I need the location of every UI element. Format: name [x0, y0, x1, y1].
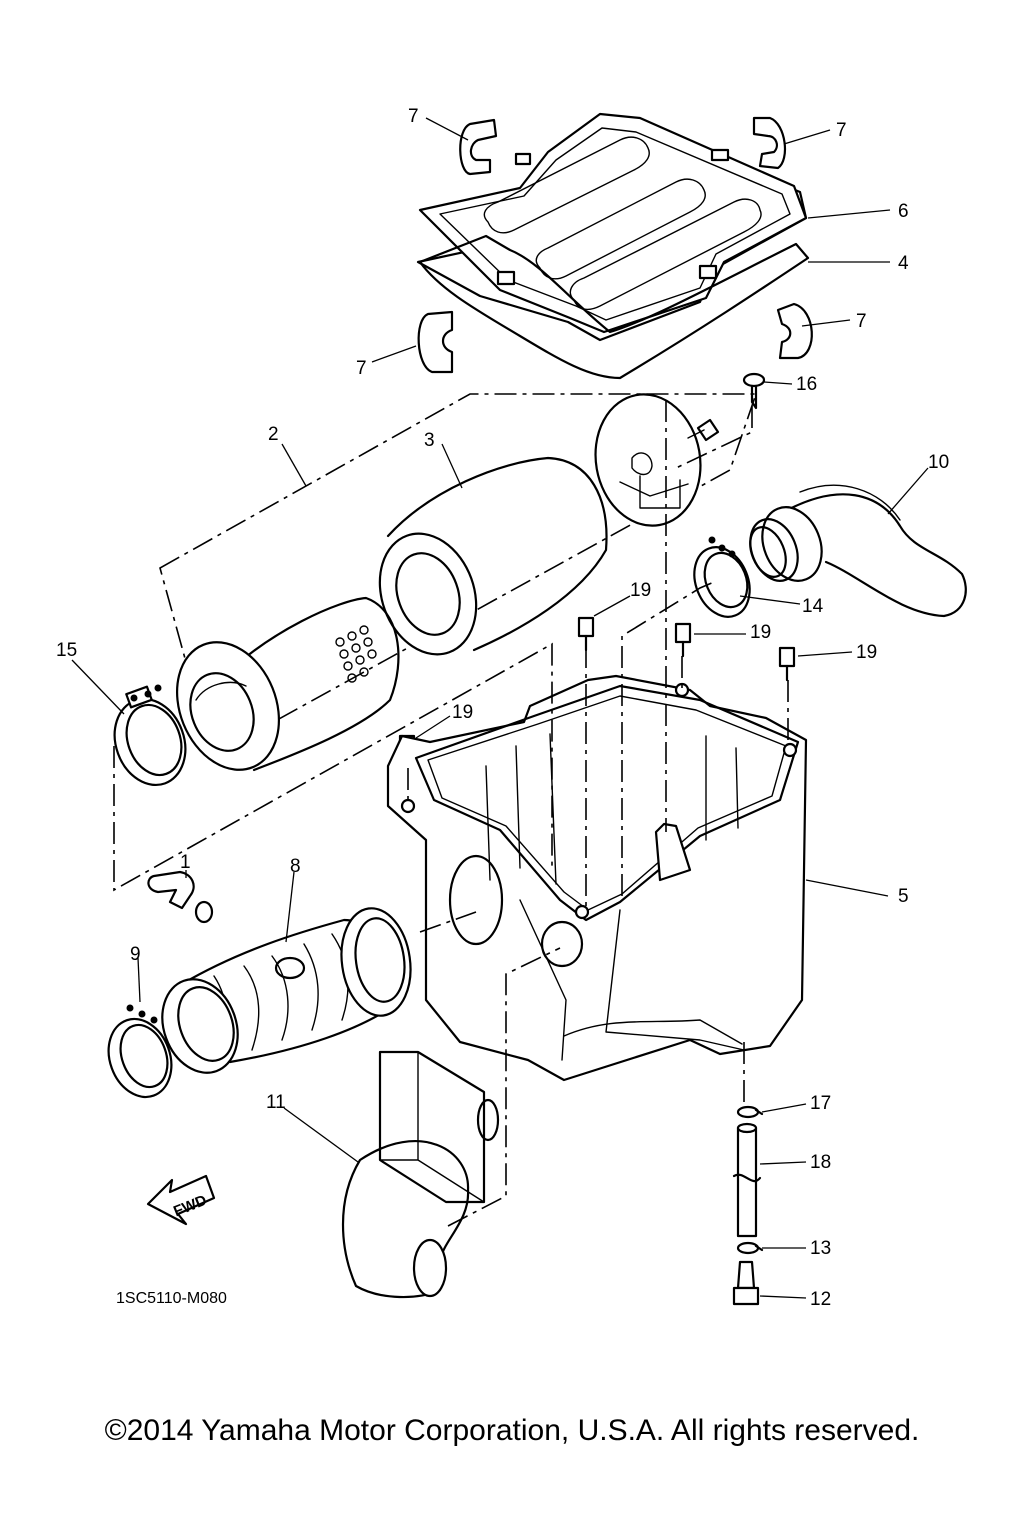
hose-clamp — [113, 684, 187, 787]
callout-5: 5 — [898, 886, 909, 907]
callout-10: 10 — [928, 452, 949, 473]
gasket — [418, 234, 810, 380]
copyright-notice: ©2014 Yamaha Motor Corporation, U.S.A. A… — [104, 1414, 920, 1447]
bolt — [778, 646, 796, 682]
hose-clamp — [107, 1004, 173, 1099]
callout-19: 19 — [452, 702, 473, 723]
bolt — [674, 622, 692, 658]
inner-filter-element — [175, 596, 400, 772]
forward-direction-arrow: FWD — [146, 1174, 216, 1226]
filter-perforations — [335, 625, 377, 683]
cover-clip — [776, 302, 813, 360]
drain-clip — [736, 1241, 764, 1255]
drain-plug — [732, 1260, 760, 1306]
alignment-lines — [113, 400, 789, 1227]
hose-clamp — [693, 536, 751, 618]
bolt — [577, 616, 595, 652]
inlet-hose — [778, 484, 967, 618]
callout-2: 2 — [268, 424, 279, 445]
callout-15: 15 — [56, 640, 77, 661]
cover-clip — [752, 116, 786, 170]
callout-7: 7 — [856, 311, 867, 332]
callout-17: 17 — [810, 1093, 831, 1114]
element-end-cap — [594, 393, 702, 527]
callout-6: 6 — [898, 201, 909, 222]
wing-bolt — [687, 418, 720, 442]
cover-clip — [459, 118, 498, 176]
breather-fitting — [147, 870, 214, 924]
screw — [742, 372, 766, 410]
callout-19: 19 — [856, 642, 877, 663]
drain-clip — [736, 1105, 764, 1119]
callout-18: 18 — [810, 1152, 831, 1173]
callout-9: 9 — [130, 944, 141, 965]
callout-7: 7 — [356, 358, 367, 379]
callout-19: 19 — [750, 622, 771, 643]
air-filter-joint — [161, 907, 412, 1074]
callout-13: 13 — [810, 1238, 831, 1259]
cover-clip — [417, 310, 454, 374]
callout-11: 11 — [266, 1092, 286, 1113]
callout-labels: 7 7 6 4 7 7 16 2 3 10 19 14 19 15 19 19 … — [56, 106, 949, 1310]
callout-19: 19 — [630, 580, 651, 601]
drawing-code: 1SC5110-M080 — [116, 1290, 227, 1307]
outer-filter-element — [378, 456, 608, 656]
callout-7: 7 — [836, 120, 847, 141]
callout-14: 14 — [802, 596, 824, 617]
air-box-cover — [416, 112, 808, 342]
callout-12: 12 — [810, 1289, 831, 1310]
callout-7: 7 — [408, 106, 419, 127]
drain-hose — [732, 1122, 762, 1238]
callout-16: 16 — [796, 374, 817, 395]
hose-joint — [749, 506, 823, 582]
callout-8: 8 — [290, 856, 301, 877]
callout-3: 3 — [424, 430, 435, 451]
callout-4: 4 — [898, 253, 909, 274]
callout-1: 1 — [180, 852, 191, 873]
air-filter-case — [386, 674, 808, 1082]
leader-lines — [71, 117, 929, 1299]
intake-duct — [341, 1050, 500, 1299]
